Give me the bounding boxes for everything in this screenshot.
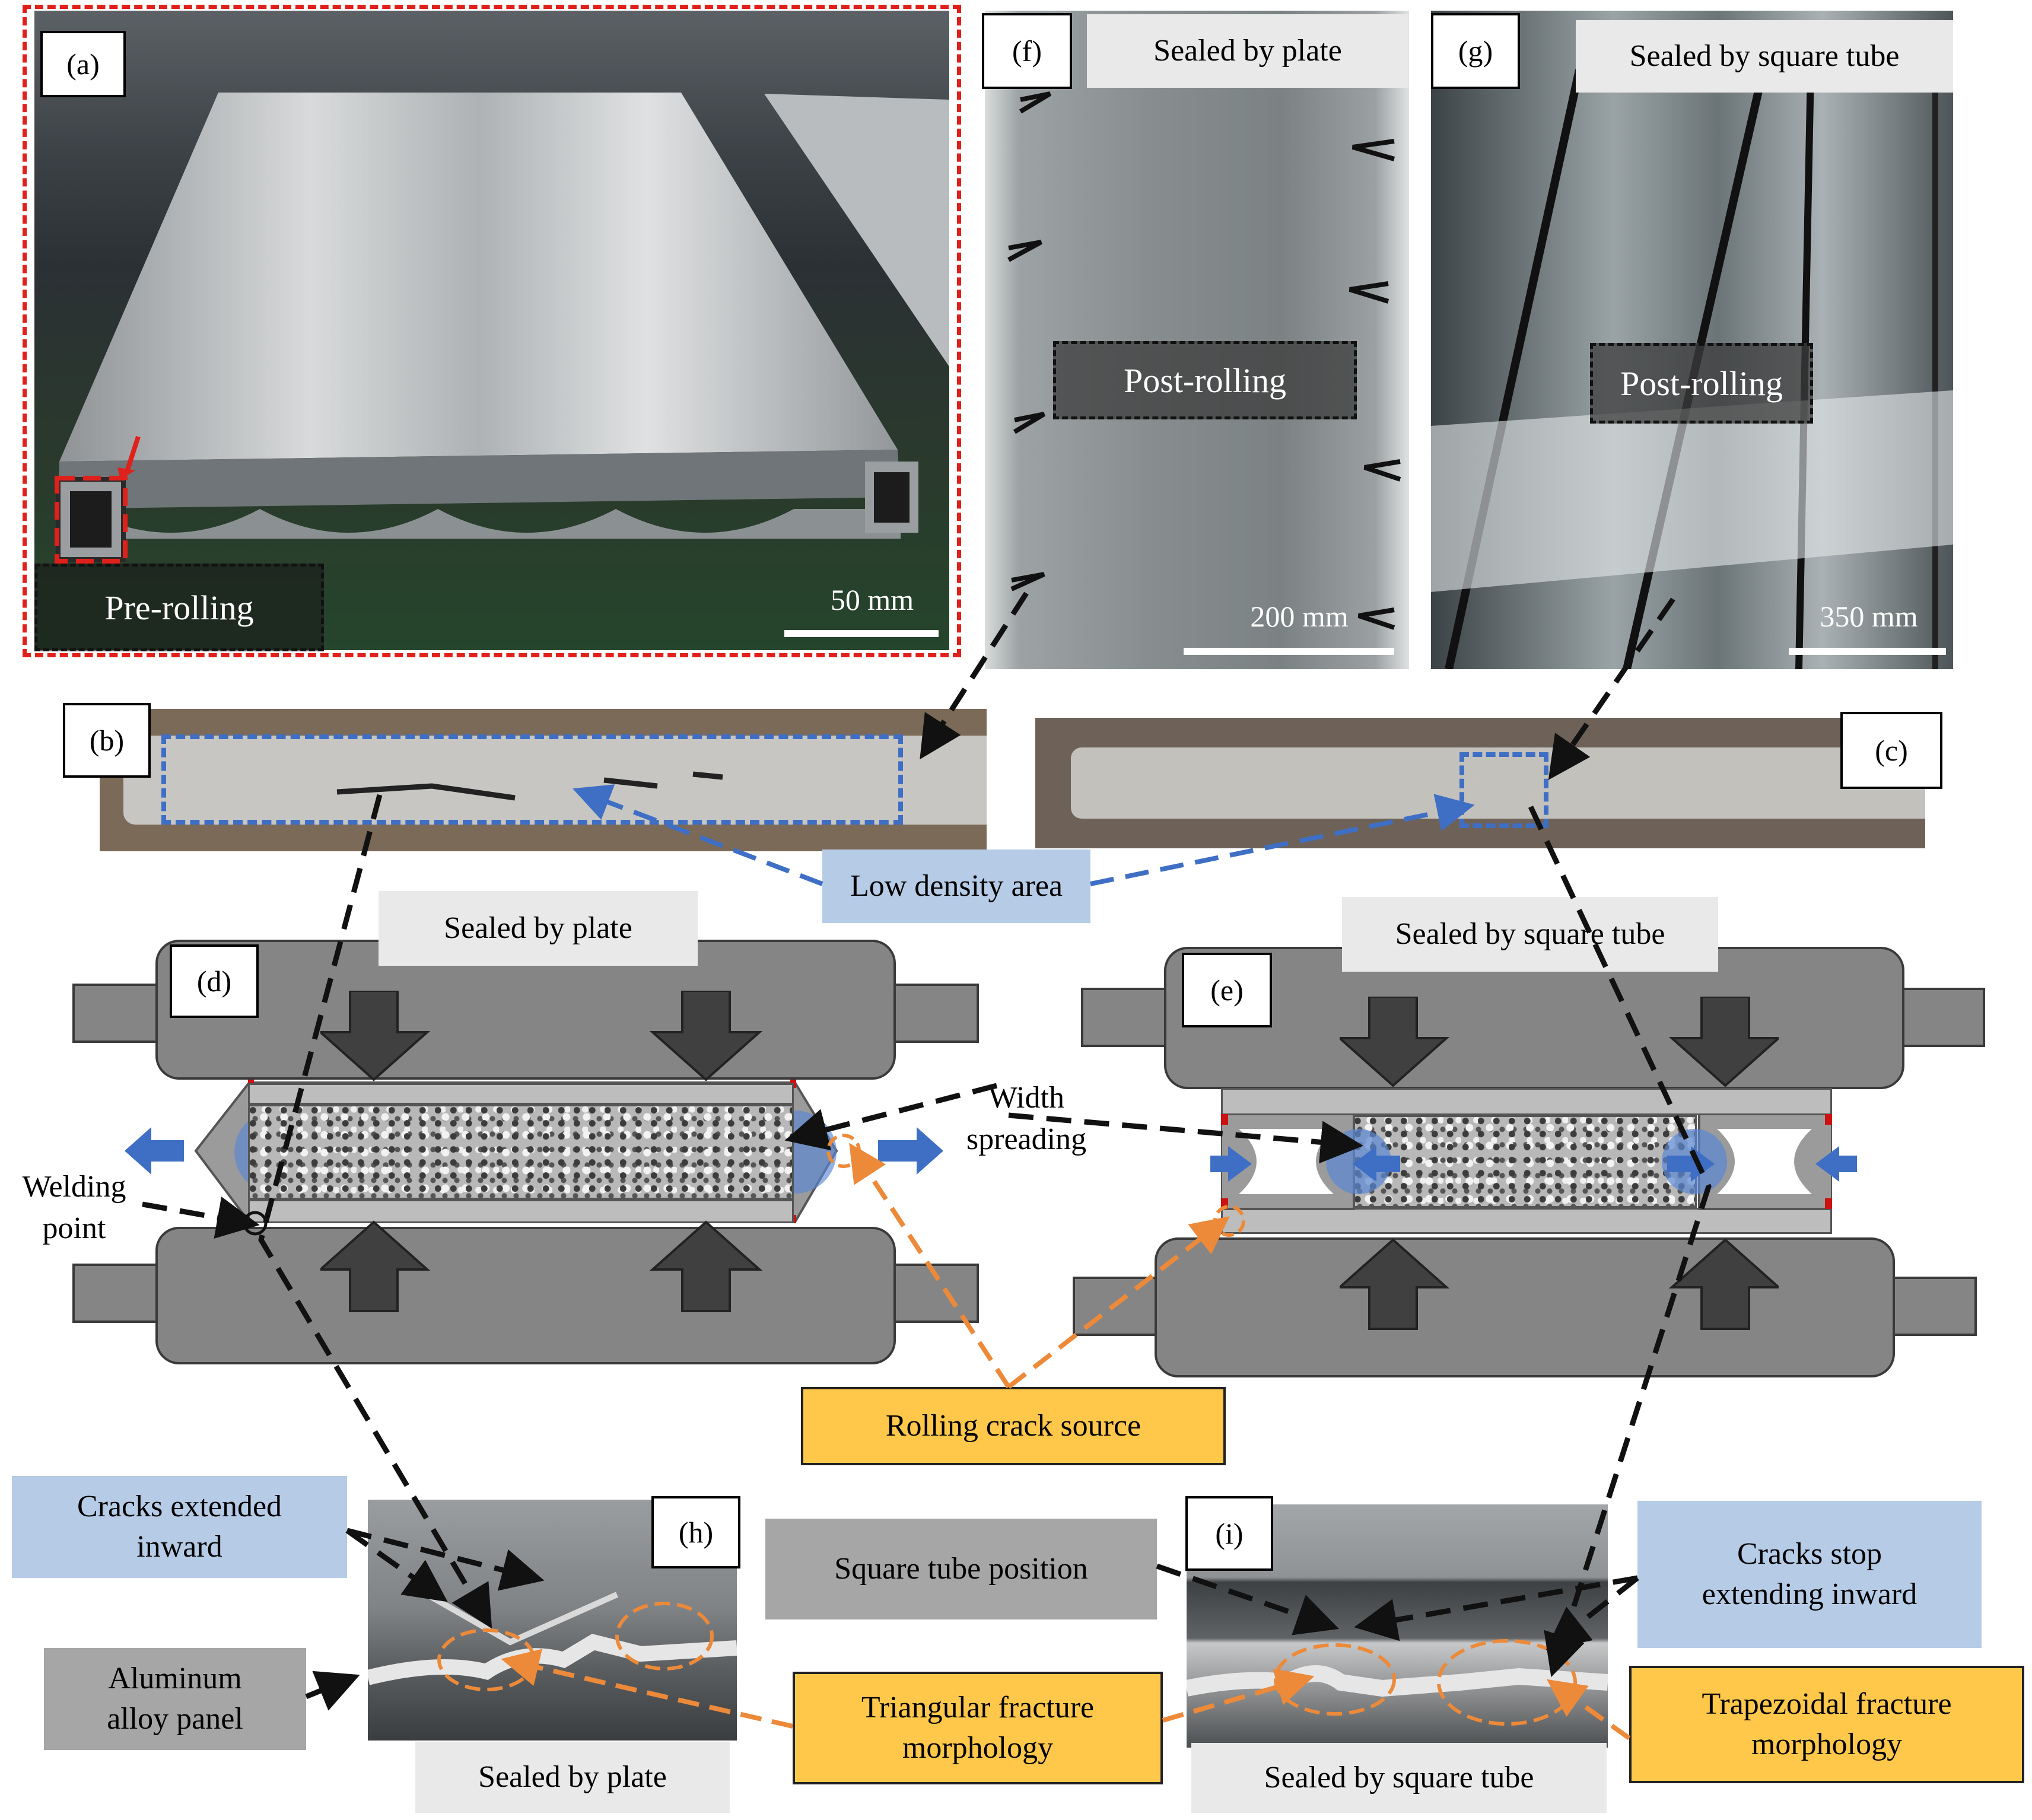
aluminum-alloy-panel-label: Aluminum alloy panel — [44, 1648, 306, 1750]
panel-e-caption: Sealed by square tube — [1342, 897, 1718, 972]
welding-point-label: Welding point — [22, 1170, 126, 1246]
panel-c-label: (c) — [1840, 712, 1942, 789]
panel-f-photo — [985, 11, 1409, 669]
low-density-area-label: Low density area — [822, 849, 1090, 923]
square-tube-highlight — [55, 476, 128, 564]
panel-e-top-axle-right — [1897, 988, 1985, 1047]
panel-a-border — [23, 5, 961, 657]
square-tube-position-label: Square tube position — [765, 1519, 1157, 1619]
panel-e-inward-arrows — [1210, 1146, 1857, 1182]
panel-b-low-density-box — [161, 734, 903, 825]
panel-c-low-density-box — [1459, 752, 1548, 828]
triangular-fracture-label: Triangular fracture morphology — [793, 1672, 1163, 1784]
panel-b-label: (b) — [63, 703, 151, 778]
panel-a-scale-text: 50 mm — [830, 583, 914, 616]
cracks-extended-inward-label: Cracks extended inward — [12, 1476, 347, 1578]
panel-i-label: (i) — [1185, 1496, 1273, 1571]
plate-side-wall — [58, 450, 901, 509]
aluminum-plate-top — [59, 93, 898, 462]
panel-d-caption: Sealed by plate — [379, 891, 698, 966]
panel-e-bottom-axle-left — [1073, 1277, 1160, 1336]
panel-e-bottom-roller — [1155, 1237, 1895, 1377]
panel-d-top-axle-right — [891, 984, 979, 1043]
panel-e-top-axle-left — [1081, 988, 1169, 1047]
panel-e-bottom-face-sheet — [1221, 1208, 1832, 1234]
panel-h-caption: Sealed by plate — [415, 1742, 730, 1813]
corrugated-core — [82, 509, 901, 539]
panel-e-bottom-axle-right — [1889, 1277, 1977, 1336]
panel-e-press-arrows — [1340, 997, 1779, 1330]
panel-g-post-rolling: Post-rolling — [1590, 343, 1813, 424]
cracks-stop-label: Cracks stop extending inward — [1637, 1501, 1982, 1648]
panel-f-label: (f) — [982, 13, 1072, 89]
panel-h-label: (h) — [651, 1496, 740, 1568]
panel-a-scale-bar — [784, 630, 939, 637]
panel-i-caption: Sealed by square tube — [1191, 1743, 1607, 1813]
panel-a-photo — [34, 11, 949, 650]
panel-g-scale-bar — [1789, 648, 1946, 655]
panel-d-label: (d) — [170, 944, 259, 1018]
rolling-crack-source-label: Rolling crack source — [801, 1387, 1226, 1465]
panel-f-scale-bar — [1184, 648, 1394, 655]
panel-g-scale-text: 350 mm — [1820, 600, 1918, 633]
panel-a-label: (a) — [40, 31, 126, 97]
aluminum-plate-right — [764, 94, 949, 367]
panel-g-caption: Sealed by square tube — [1576, 20, 1953, 93]
width-spreading-label: Width spreading — [966, 1081, 1087, 1157]
panel-e-top-face-sheet — [1221, 1088, 1832, 1115]
panel-d-bottom-axle-right — [891, 1264, 979, 1323]
panel-e-label: (e) — [1182, 953, 1272, 1027]
panel-d-top-axle-left — [72, 984, 160, 1043]
panel-f-caption: Sealed by plate — [1087, 14, 1408, 88]
panel-d-bottom-axle-left — [72, 1264, 160, 1323]
panel-g-photo — [1431, 11, 1953, 669]
pre-rolling-label: Pre-rolling — [34, 564, 324, 651]
panel-f-post-rolling: Post-rolling — [1053, 341, 1357, 419]
panel-d-spread-arrows — [125, 1127, 943, 1175]
trapezoidal-fracture-label: Trapezoidal fracture morphology — [1629, 1666, 2024, 1783]
panel-g-label: (g) — [1431, 13, 1520, 89]
panel-f-scale-text: 200 mm — [1250, 600, 1349, 633]
